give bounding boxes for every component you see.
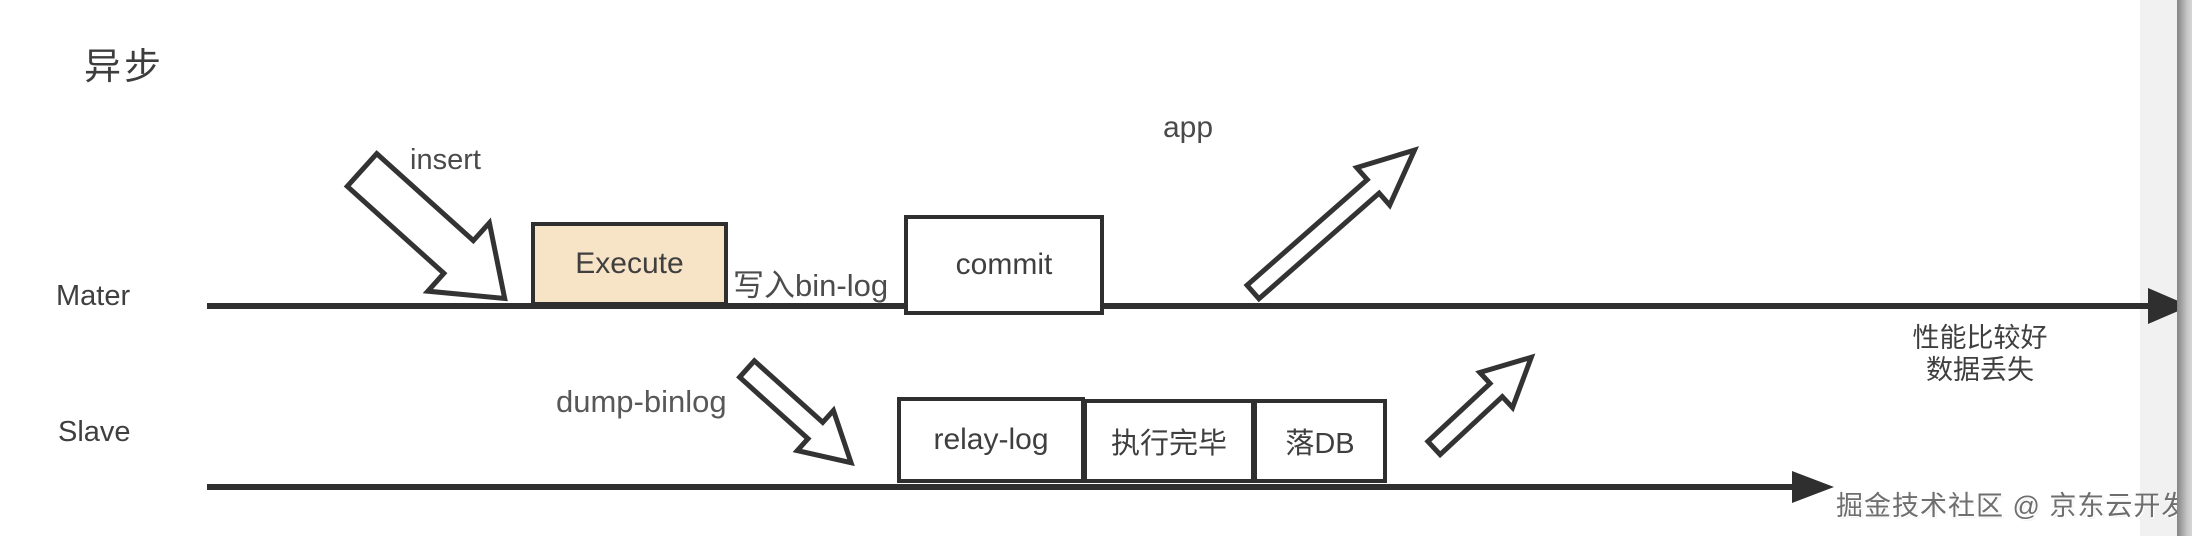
insert-arrow-icon [343, 150, 508, 302]
performance-note-line2: 数据丢失 [1926, 355, 2034, 385]
watermark: 掘金技术社区 @ 京东云开发者 [1836, 491, 2192, 521]
commit-node: commit [904, 215, 1104, 315]
relay-log-node: relay-log [897, 397, 1085, 483]
scrollbar-thumb[interactable] [2177, 0, 2192, 536]
master-timeline-arrow [207, 288, 2190, 324]
performance-note: 性能比较好 数据丢失 [1878, 322, 2082, 386]
master-lane-label: Mater [56, 280, 131, 312]
exec-done-node: 执行完毕 [1083, 399, 1255, 483]
app-arrow-icon [1243, 146, 1420, 303]
dump-binlog-arrow-icon [736, 357, 855, 467]
write-binlog-label: 写入bin-log [733, 268, 889, 303]
dump-binlog-label: dump-binlog [556, 384, 727, 419]
slave-up-arrow-icon [1424, 353, 1536, 459]
app-label: app [1163, 111, 1214, 144]
execute-node: Execute [531, 222, 728, 306]
drop-db-node: 落DB [1253, 399, 1387, 483]
slave-timeline-arrow [207, 471, 1834, 503]
performance-note-line1: 性能比较好 [1912, 323, 2048, 353]
page-title: 异步 [84, 46, 164, 87]
insert-label: insert [410, 144, 481, 176]
slave-lane-label: Slave [58, 416, 131, 448]
